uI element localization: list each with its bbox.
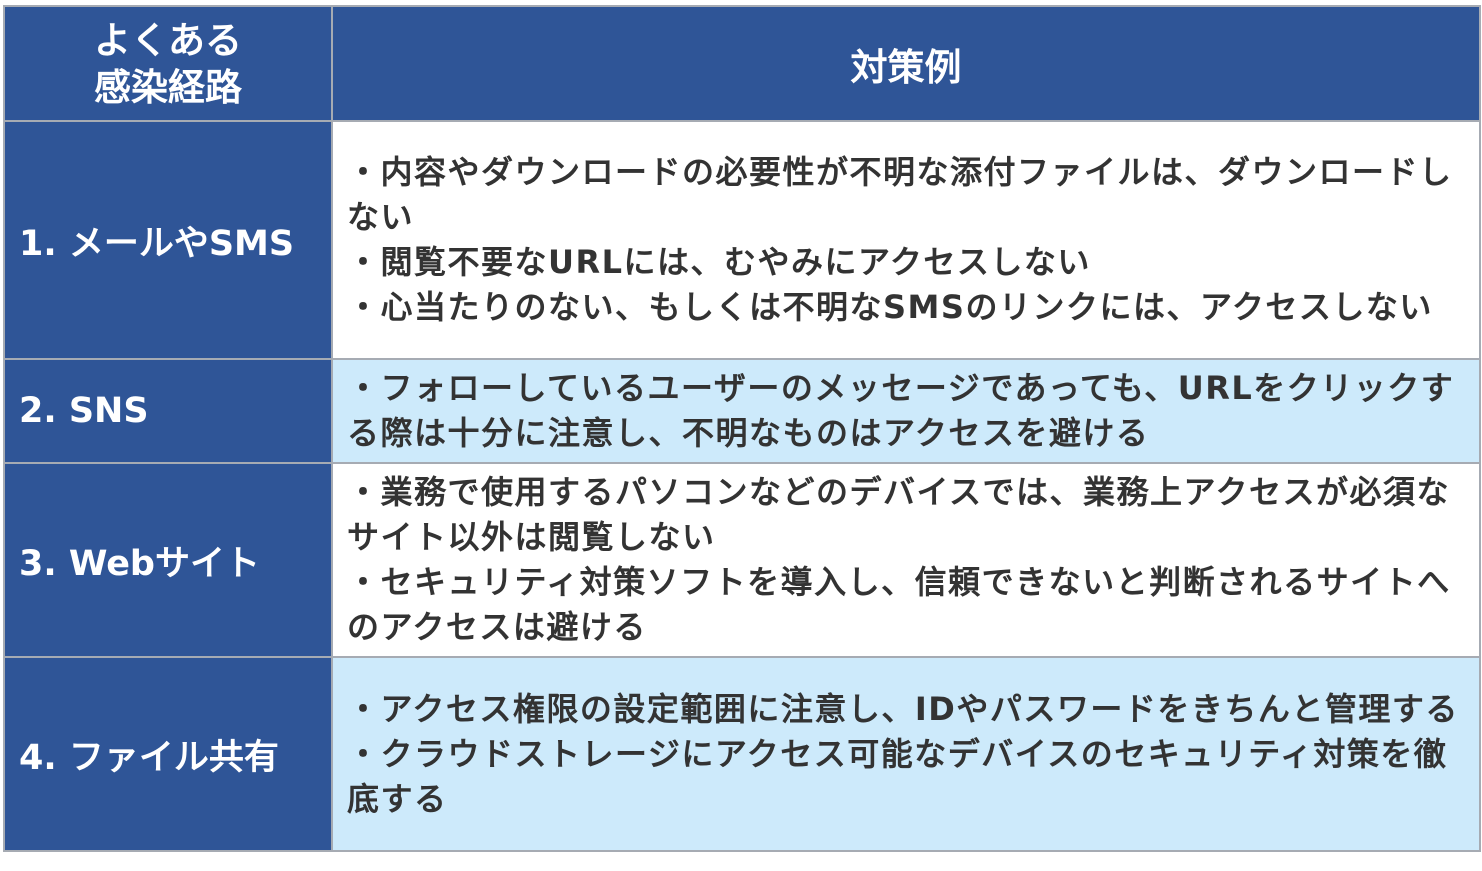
measure-item: ・アクセス権限の設定範囲に注意し、IDやパスワードをきちんと管理する	[347, 689, 1459, 728]
measure-cell: ・業務で使用するパソコンなどのデバイスでは、業務上アクセスが必須なサイト以外は閲…	[331, 462, 1481, 658]
measure-cell: ・内容やダウンロードの必要性が不明な添付ファイルは、ダウンロードしない ・閲覧不…	[331, 120, 1481, 360]
header-row: よくある 感染経路 対策例	[3, 5, 1481, 122]
route-cell: 3. Webサイト	[3, 462, 333, 658]
header-route-line2: 感染経路	[94, 65, 242, 109]
measure-item: ・セキュリティ対策ソフトを導入し、信頼できないと判断されるサイトへのアクセスは避…	[347, 563, 1451, 646]
header-route-line1: よくある	[94, 18, 242, 62]
route-cell: 2. SNS	[3, 358, 333, 464]
table-row: 4. ファイル共有 ・アクセス権限の設定範囲に注意し、IDやパスワードをきちんと…	[3, 656, 1481, 852]
table-row: 3. Webサイト ・業務で使用するパソコンなどのデバイスでは、業務上アクセスが…	[3, 462, 1481, 658]
measure-item: ・フォローしているユーザーのメッセージであっても、URLをクリックする際は十分に…	[347, 369, 1455, 452]
route-cell: 1. メールやSMS	[3, 120, 333, 360]
measure-cell: ・フォローしているユーザーのメッセージであっても、URLをクリックする際は十分に…	[331, 358, 1481, 464]
table-row: 2. SNS ・フォローしているユーザーのメッセージであっても、URLをクリック…	[3, 358, 1481, 464]
measure-item: ・業務で使用するパソコンなどのデバイスでは、業務上アクセスが必須なサイト以外は閲…	[347, 473, 1450, 556]
measure-item: ・閲覧不要なURLには、むやみにアクセスしない	[347, 243, 1091, 281]
measure-item: ・クラウドストレージにアクセス可能なデバイスのセキュリティ対策を徹底する	[347, 734, 1448, 818]
measure-item: ・心当たりのない、もしくは不明なSMSのリンクには、アクセスしない	[347, 288, 1433, 326]
measure-cell: ・アクセス権限の設定範囲に注意し、IDやパスワードをきちんと管理する ・クラウド…	[331, 656, 1481, 852]
route-cell: 4. ファイル共有	[3, 656, 333, 852]
infection-routes-table: よくある 感染経路 対策例 1. メールやSMS ・内容やダウンロードの必要性が…	[3, 5, 1481, 852]
table-row: 1. メールやSMS ・内容やダウンロードの必要性が不明な添付ファイルは、ダウン…	[3, 120, 1481, 360]
header-measure: 対策例	[331, 5, 1481, 122]
header-route: よくある 感染経路	[3, 5, 333, 122]
measure-item: ・内容やダウンロードの必要性が不明な添付ファイルは、ダウンロードしない	[347, 153, 1453, 236]
